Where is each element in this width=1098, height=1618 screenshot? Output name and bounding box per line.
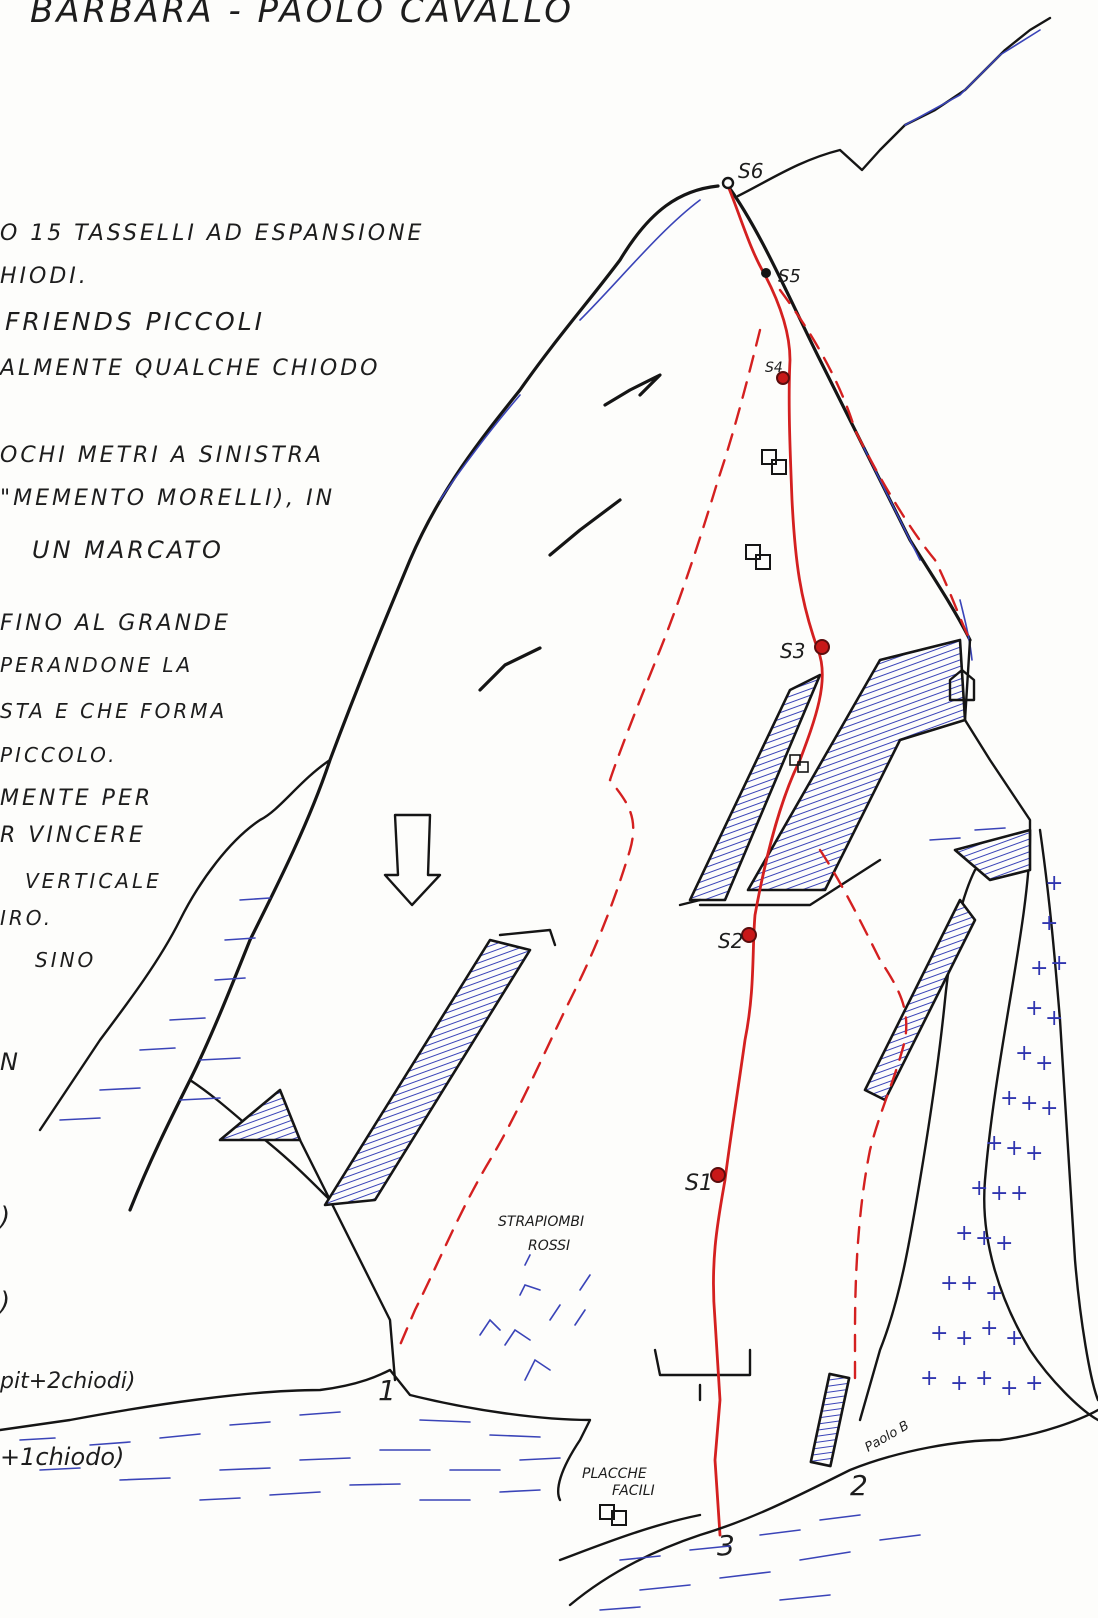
note-line: UN MARCATO	[32, 536, 224, 564]
arrow-marker	[385, 815, 440, 905]
svg-text:+: +	[985, 1281, 1003, 1306]
svg-text:+: +	[1010, 1181, 1028, 1206]
svg-text:+: +	[960, 1271, 978, 1296]
svg-text:+: +	[995, 1231, 1013, 1256]
svg-text:+: +	[1020, 1091, 1038, 1116]
label-rossi: ROSSI	[528, 1238, 570, 1254]
start-number: 3	[717, 1529, 735, 1562]
start-number: 2	[850, 1469, 868, 1502]
label-strapiombi: STRAPIOMBI	[498, 1214, 584, 1230]
belay-label: S1	[685, 1171, 713, 1196]
overhang-lower	[655, 1350, 750, 1400]
svg-text:+: +	[930, 1321, 948, 1346]
ridge-line	[738, 18, 1050, 196]
note-line: FRIENDS PICCOLI	[5, 307, 265, 336]
belay-s5	[761, 268, 771, 278]
big-ledge-left	[325, 940, 530, 1205]
svg-text:+: +	[1025, 1141, 1043, 1166]
note-line: SINO	[35, 948, 96, 972]
belay-s1	[711, 1168, 725, 1182]
svg-text:+: +	[1045, 1006, 1063, 1031]
note-line: N	[0, 1048, 21, 1076]
svg-text:+: +	[1030, 956, 1048, 981]
svg-text:+: +	[1005, 1136, 1023, 1161]
pitch-note: )	[0, 1202, 10, 1232]
start-number: 1	[378, 1374, 396, 1407]
route-notes: O 15 TASSELLI AD ESPANSIONE HIODI. FRIEN…	[0, 221, 424, 1471]
svg-text:+: +	[1000, 1376, 1018, 1401]
note-line: O 15 TASSELLI AD ESPANSIONE	[0, 221, 424, 246]
belay-s6	[723, 178, 733, 188]
note-line: IRO.	[0, 906, 53, 930]
left-shadow	[220, 1090, 300, 1140]
piton-symbols	[600, 450, 808, 1525]
note-line: R VINCERE	[0, 823, 146, 848]
note-line: OCHI METRI A SINISTRA	[0, 443, 324, 468]
svg-text:+: +	[975, 1226, 993, 1251]
belay-label: S2	[718, 929, 743, 953]
belay-label: S3	[780, 639, 805, 663]
note-line: FINO AL GRANDE	[0, 611, 231, 636]
note-line: STA E CHE FORMA	[0, 699, 227, 723]
svg-text:+: +	[970, 1176, 988, 1201]
roof-mark	[605, 375, 660, 405]
author-signature: Paolo B	[863, 1418, 912, 1455]
wall-shading	[440, 200, 972, 660]
note-line: PICCOLO.	[0, 743, 117, 767]
svg-text:+: +	[1000, 1086, 1018, 1111]
topo-title: BARBARA - PAOLO CAVALLO	[30, 0, 574, 31]
ground-line-lower	[560, 1515, 700, 1560]
pitch-note: )	[0, 1287, 10, 1317]
belay-s3	[815, 640, 829, 654]
svg-text:+: +	[1015, 1041, 1033, 1066]
roof-mark	[480, 648, 540, 690]
label-facili: FACILI	[612, 1483, 655, 1499]
svg-text:+: +	[1050, 951, 1068, 976]
note-line: PERANDONE LA	[0, 653, 193, 677]
note-line: VERTICALE	[25, 869, 162, 893]
left-spur	[40, 760, 330, 1130]
svg-text:+: +	[975, 1366, 993, 1391]
note-line: MENTE PER	[0, 786, 153, 811]
ledge-right-lower	[865, 900, 975, 1100]
label-placche: PLACCHE	[582, 1466, 647, 1482]
belay-label: S6	[738, 159, 763, 183]
svg-text:+: +	[990, 1181, 1008, 1206]
belay-label: S5	[778, 266, 801, 287]
overhang-marks	[480, 1255, 590, 1380]
roof-mark	[550, 500, 620, 555]
note-line: "MEMENTO MORELLI), IN	[0, 486, 335, 511]
svg-text:+: +	[955, 1326, 973, 1351]
svg-text:+: +	[1045, 871, 1063, 896]
tower-shadow	[955, 830, 1030, 880]
svg-text:+: +	[980, 1316, 998, 1341]
svg-text:+: +	[1025, 1371, 1043, 1396]
belay-s2	[742, 928, 756, 942]
note-line: ALMENTE QUALCHE CHIODO	[0, 356, 380, 381]
svg-text:+: +	[920, 1366, 938, 1391]
belay-label: S4	[765, 360, 783, 376]
svg-text:+: +	[985, 1131, 1003, 1156]
pitch-note: +1chiodo)	[0, 1443, 124, 1471]
svg-text:+: +	[1005, 1326, 1023, 1351]
svg-text:+: +	[1040, 1096, 1058, 1121]
ridge-shading	[905, 30, 1040, 125]
flake-lower-right	[811, 1374, 849, 1466]
svg-text:+: +	[1035, 1051, 1053, 1076]
svg-text:+: +	[940, 1271, 958, 1296]
svg-text:+: +	[955, 1221, 973, 1246]
pitch-note: pit+2chiodi)	[0, 1369, 135, 1394]
svg-text:+: +	[1040, 911, 1058, 936]
note-line: HIODI.	[0, 264, 89, 289]
svg-text:+: +	[950, 1371, 968, 1396]
svg-text:+: +	[1025, 996, 1043, 1021]
